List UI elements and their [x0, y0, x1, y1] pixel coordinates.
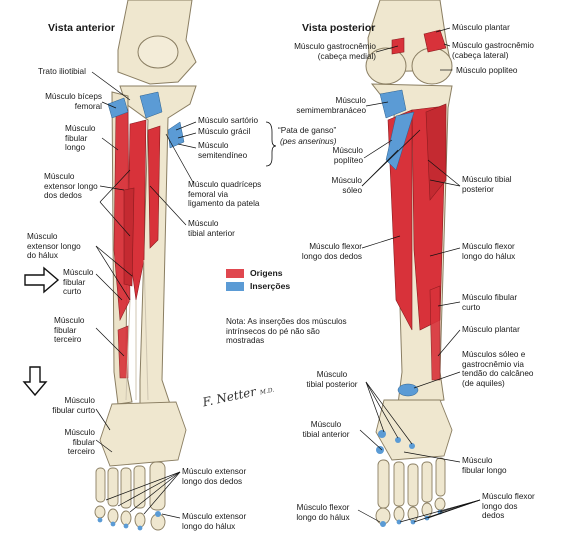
anterior-title: Vista anterior	[48, 22, 115, 34]
anterior-foot	[94, 401, 187, 531]
label-tibialis-anterior: Músculo tibial anterior	[188, 219, 235, 238]
legend-origins-label: Origens	[250, 268, 283, 278]
legend-insertions-label: Inserções	[250, 281, 291, 291]
label-soleus-gastrocnemius-achilles: Músculos sóleo e gastrocnêmio via tendão…	[462, 350, 534, 388]
legend-insertions-swatch	[226, 282, 244, 291]
label-pes-anserinus-latin: (pes anserinus)	[280, 137, 337, 146]
label-extensor-hallucis-longus: Músculo extensor longo do hálux	[27, 232, 81, 261]
anterior-tendons	[125, 259, 149, 401]
label-popliteus-top: Músculo popliteo	[456, 66, 518, 75]
label-plantaris: Músculo plantar	[452, 23, 510, 32]
label-posterior-fibular-brevis: Músculo fibular curto	[462, 293, 518, 312]
label-pes-anserinus: “Pata de ganso”	[278, 126, 337, 135]
label-flexor-hallucis-longus: Músculo flexor longo do hálux	[462, 242, 516, 261]
label-plantaris-lower: Músculo plantar	[462, 325, 520, 334]
label-quadriceps-femoris: Músculo quadríceps femoral via ligamento…	[188, 180, 262, 209]
legend-origins-swatch	[226, 269, 244, 278]
outline-arrow-right-icon	[24, 266, 60, 294]
label-foot-tibialis-posterior: Músculo tibial posterior	[306, 370, 358, 389]
label-foot-fibular-brevis: Músculo fibular curto	[52, 396, 95, 415]
label-semimembranosus: Músculo semimembranáceo	[296, 96, 366, 115]
footnote: Nota: As inserções dos músculos intrínse…	[226, 317, 347, 346]
label-foot-extensor-digitorum: Músculo extensor longo dos dedos	[182, 467, 247, 486]
label-foot-flexor-digitorum: Músculo flexor longo dos dedos	[482, 492, 535, 521]
posterior-title: Vista posterior	[302, 22, 376, 34]
label-gastrocnemius-medial: Músculo gastrocnêmio (cabeça medial)	[294, 42, 376, 61]
label-foot-extensor-hallucis: Músculo extensor longo do hálux	[182, 512, 247, 531]
label-gastrocnemius-lateral: Músculo gastrocnêmio (cabeça lateral)	[452, 41, 534, 60]
posterior-foot	[375, 399, 453, 525]
label-biceps-femoris: Músculo bíceps femoral	[45, 92, 102, 111]
leader-lines	[91, 27, 481, 523]
label-semitendinosus: Músculo semitendíneo	[198, 141, 248, 160]
label-foot-tibialis-anterior: Músculo tibial anterior	[302, 420, 350, 439]
outline-arrow-down-icon	[22, 366, 48, 397]
anterior-toe-insertions	[97, 511, 161, 531]
label-fibular-longus: Músculo fibular longo	[65, 124, 96, 153]
label-sartorius: Músculo sartório	[198, 116, 259, 125]
label-soleus: Músculo sóleo	[331, 176, 363, 195]
posterior-insertions	[379, 89, 419, 397]
label-extensor-digitorum-longus: Músculo extensor longo dos dedos	[44, 172, 98, 201]
label-fibular-brevis: Músculo fibular curto	[63, 268, 94, 297]
label-foot-fibular-tertius: Músculo fibular terceiro	[64, 428, 96, 457]
pes-anserinus-brace	[265, 121, 277, 167]
label-foot-fibular-longus: Músculo fibular longo	[462, 456, 507, 475]
label-popliteus: Músculo poplíteo	[332, 146, 364, 165]
label-iliotibial-tract: Trato iliotibial	[38, 67, 86, 76]
label-flexor-digitorum-longus: Músculo flexor longo dos dedos	[301, 242, 362, 261]
label-fibular-tertius: Músculo fibular terceiro	[54, 316, 85, 345]
label-gracilis: Músculo grácil	[198, 127, 251, 136]
label-foot-flexor-hallucis: Músculo flexor longo do hálux	[296, 503, 350, 522]
label-tibialis-posterior: Músculo tibial posterior	[462, 175, 512, 194]
